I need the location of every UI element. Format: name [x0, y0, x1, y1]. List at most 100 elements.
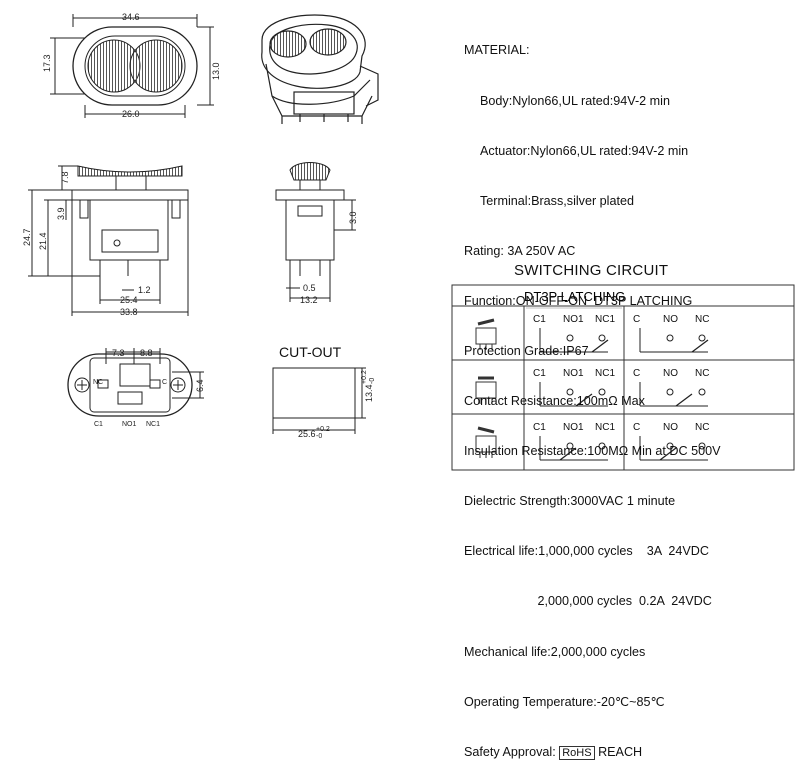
- contact-point: [698, 388, 706, 396]
- dim-cutout-w-tol2: -0: [316, 433, 322, 440]
- spec-mechanical: Mechanical life:2,000,000 cycles: [464, 644, 646, 659]
- dim-side-214: 21.4: [38, 232, 48, 250]
- switch-blade: [575, 393, 593, 407]
- dim-top-inner-height: 13.0: [211, 62, 221, 80]
- contact-point: [698, 334, 706, 342]
- reach-mark: REACH: [598, 744, 643, 759]
- switch-icon-row1: [475, 318, 497, 350]
- dim-side-78: 7.8: [60, 171, 70, 184]
- dim-cutout-h-tol: +0.2: [361, 370, 368, 384]
- top-view: [50, 14, 214, 118]
- pin-label-c: C: [162, 379, 167, 386]
- cutout-title: CUT-OUT: [279, 344, 342, 360]
- contact-label: NO: [663, 368, 678, 379]
- contact-label: NO1: [563, 314, 584, 325]
- contact-label: NC1: [595, 314, 615, 325]
- dim-top-height: 17.3: [42, 54, 52, 72]
- contact-label: NC1: [595, 422, 615, 433]
- right-view: [275, 162, 356, 302]
- switch-blade: [559, 447, 577, 461]
- contact-point: [598, 388, 606, 396]
- spec-protection: Protection Grade:IP67: [464, 343, 589, 358]
- switch-blade: [691, 339, 709, 353]
- spec-function: Function:ON-OFF-ON DT3P LATCHING: [464, 293, 693, 308]
- switching-circuit-title: SWITCHING CIRCUIT: [514, 262, 669, 279]
- contact-point: [566, 334, 574, 342]
- pin-label-nc: NC: [93, 379, 103, 386]
- contact-label: NO: [663, 422, 678, 433]
- circuit-cell: C NO NC: [633, 422, 709, 461]
- contact-point: [566, 442, 574, 450]
- contact-point: [666, 388, 674, 396]
- contact-label: NO1: [563, 422, 584, 433]
- switch-icon-row2: [475, 376, 497, 404]
- spec-dielectric: Dielectric Strength:3000VAC 1 minute: [464, 494, 676, 509]
- dim-right-132: 13.2: [300, 295, 318, 305]
- pin-label-no1: NO1: [122, 421, 137, 428]
- contact-label: C: [633, 314, 640, 325]
- dim-side-338: 33.8: [120, 307, 138, 317]
- switch-blade: [659, 447, 677, 461]
- contact-label: C1: [533, 314, 546, 325]
- dim-bottom-64: 6.4: [195, 379, 205, 392]
- spec-insulation: Insulation Resistance:100MΩ Min at DC 50…: [464, 444, 721, 459]
- spec-list: MATERIAL: Body:Nylon66,UL rated:94V-2 mi…: [464, 9, 800, 777]
- dim-side-39: 3.9: [56, 207, 66, 220]
- contact-point: [598, 442, 606, 450]
- contact-label: NC: [695, 314, 709, 325]
- dim-cutout-w-tol: +0.2: [316, 426, 330, 433]
- dim-top-bottom: 26.0: [122, 109, 140, 119]
- dim-bottom-88: 8.8: [140, 348, 153, 358]
- dim-cutout-h-tol2: -0: [369, 378, 376, 384]
- circuit-header: DT3P LATCHING: [524, 289, 625, 304]
- circuit-cell: C1 NO1 NC1: [533, 368, 615, 407]
- dim-right-30: 3.0: [348, 211, 358, 224]
- contact-label: NO1: [563, 368, 584, 379]
- contact-label: NC1: [595, 368, 615, 379]
- circuit-cell: C NO NC: [633, 368, 709, 407]
- spec-rating: Rating: 3A 250V AC: [464, 243, 576, 258]
- dim-cutout-w: 25.6: [298, 429, 316, 439]
- pin-label-c1: C1: [94, 421, 103, 428]
- circuit-cell: C NO NC: [633, 314, 709, 353]
- circuit-cell: C1 NO1 NC1: [533, 422, 615, 461]
- isometric-view: [261, 14, 379, 124]
- spec-contact: Contact Resistance:100mΩ Max: [464, 394, 645, 409]
- spec-electrical-1: Electrical life:1,000,000 cycles 3A 24VD…: [464, 544, 709, 559]
- dim-side-12: 1.2: [138, 285, 151, 295]
- spec-actuator: Actuator:Nylon66,UL rated:94V-2 min: [480, 143, 689, 158]
- dim-right-05: 0.5: [303, 283, 316, 293]
- spec-safety: Safety Approval: RoHS REACH: [464, 744, 800, 761]
- cutout-diagram: [272, 367, 366, 434]
- spec-body: Body:Nylon66,UL rated:94V-2 min: [480, 93, 670, 108]
- dim-side-247: 24.7: [22, 228, 32, 246]
- contact-point: [566, 388, 574, 396]
- contact-point: [666, 442, 674, 450]
- switch-blade: [591, 339, 609, 353]
- contact-point: [698, 442, 706, 450]
- side-view: [28, 165, 189, 316]
- circuit-table: [451, 284, 795, 471]
- contact-label: C1: [533, 368, 546, 379]
- contact-label: NC: [695, 422, 709, 433]
- spec-heading: MATERIAL:: [464, 43, 530, 58]
- rohs-mark: RoHS: [559, 745, 595, 760]
- switch-blade: [675, 393, 693, 407]
- spec-electrical-2: 2,000,000 cycles 0.2A 24VDC: [464, 594, 712, 609]
- drawing-canvas: 34.6 17.3 13.0 26.0: [22, 12, 795, 471]
- spec-terminal: Terminal:Brass,silver plated: [480, 193, 634, 208]
- dim-cutout-h: 13.4: [364, 384, 374, 402]
- safety-label: Safety Approval:: [464, 744, 556, 759]
- contact-label: C: [633, 422, 640, 433]
- contact-point: [598, 334, 606, 342]
- switch-icon-row3: [475, 426, 497, 458]
- dim-side-254: 25.4: [120, 295, 138, 305]
- contact-label: NC: [695, 368, 709, 379]
- contact-label: C1: [533, 422, 546, 433]
- contact-label: C: [633, 368, 640, 379]
- contact-label: NO: [663, 314, 678, 325]
- pin-label-nc1: NC1: [146, 421, 160, 428]
- spec-temperature: Operating Temperature:-20℃~85℃: [464, 694, 665, 709]
- dim-top-width: 34.6: [122, 12, 140, 22]
